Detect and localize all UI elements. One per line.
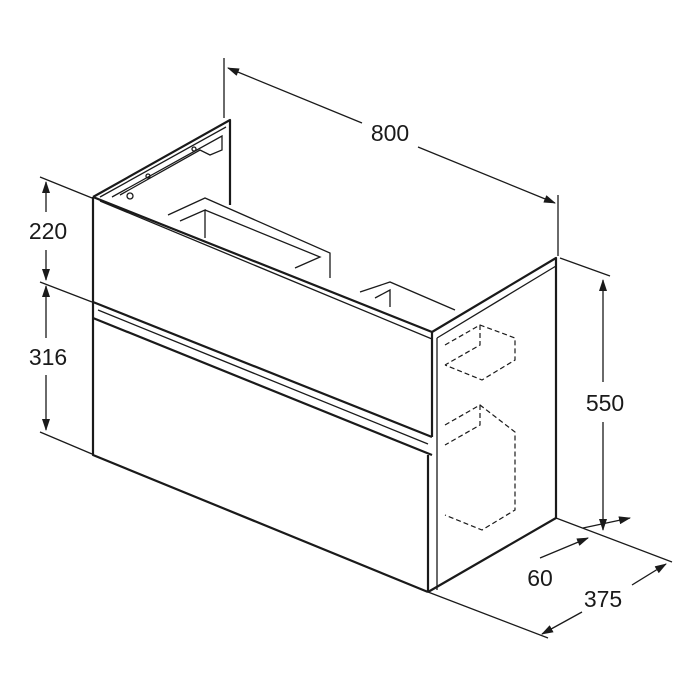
dimension-label-top-drawer: 220 — [29, 218, 67, 244]
dimension-label-side-offset: 60 — [527, 565, 553, 591]
dimension-label-height: 550 — [586, 390, 624, 416]
dimension-width: 800 — [223, 58, 559, 256]
dimension-label-bottom-drawer: 316 — [29, 344, 67, 370]
dimension-bottom-drawer: 316 — [29, 285, 93, 455]
dimension-top-drawer: 220 — [29, 176, 93, 303]
cabinet-body — [91, 118, 558, 594]
dimension-depth: 60 375 — [427, 516, 673, 639]
dimension-label-depth: 375 — [584, 586, 622, 612]
dimension-label-width: 800 — [371, 120, 409, 146]
dimension-height: 550 — [559, 257, 624, 531]
